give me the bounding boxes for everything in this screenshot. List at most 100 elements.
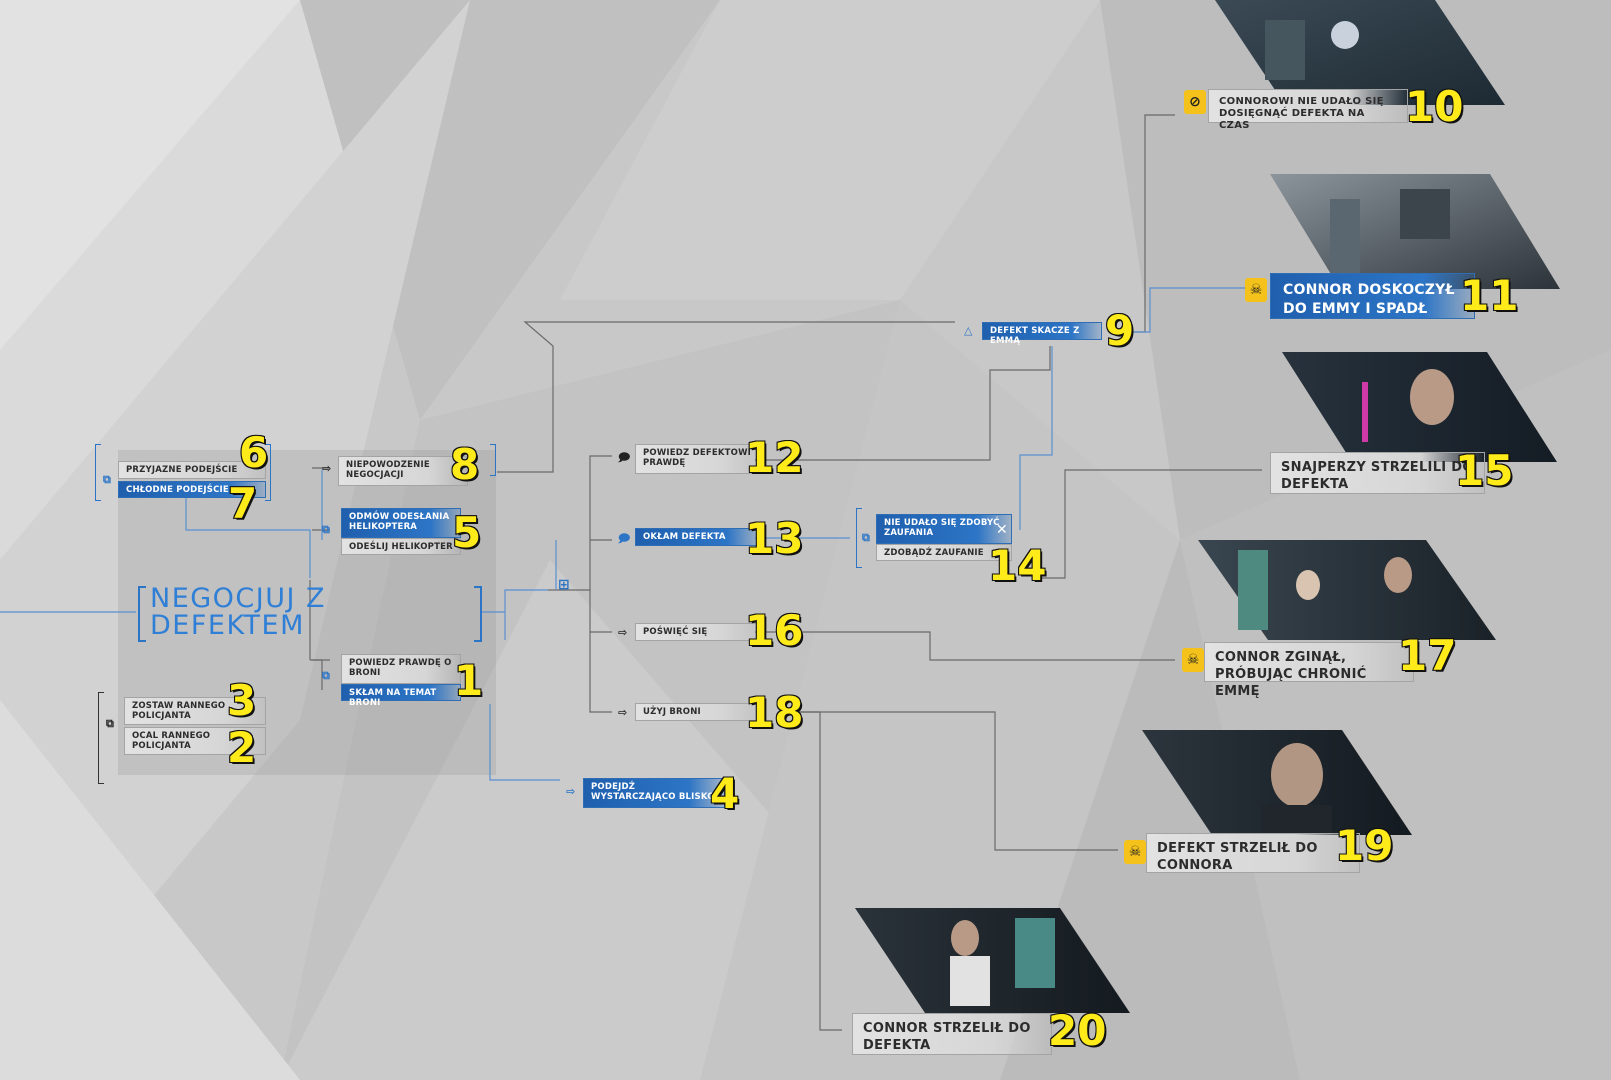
skull-icon: ☠ bbox=[1124, 840, 1146, 864]
title-bracket-left bbox=[138, 586, 146, 642]
number-20: 20 bbox=[1047, 1006, 1107, 1055]
group-bracket-23-left bbox=[98, 692, 104, 784]
title-bracket-right bbox=[474, 586, 482, 642]
node-5-refuse-helicopter[interactable]: ODMÓW ODESŁANIA HELIKOPTERA bbox=[341, 508, 461, 538]
node-8-negotiation-failure[interactable]: NIEPOWODZENIE NEGOCJACJI bbox=[338, 456, 468, 486]
speech-icon: 🗩 bbox=[618, 451, 631, 464]
ending-11-thumbnail bbox=[1270, 174, 1560, 289]
close-icon: ✕ bbox=[996, 522, 1008, 538]
ending-20-label: CONNOR STRZELIŁ DO DEFEKTA bbox=[863, 1021, 1031, 1053]
number-9: 9 bbox=[1104, 306, 1135, 355]
node-4-get-close-enough[interactable]: PODEJDŹ WYSTARCZAJĄCO BLISKO bbox=[583, 778, 725, 808]
ending-19-label: DEFEKT STRZELIŁ DO CONNORA bbox=[1157, 841, 1318, 873]
ending-10-connor-too-late[interactable]: CONNOROWI NIE UDAŁO SIĘ DOSIĘGNĄĆ DEFEKT… bbox=[1208, 89, 1408, 131]
ending-15-snipers-shot[interactable]: SNAJPERZY STRZELILI DO DEFEKTA bbox=[1270, 452, 1485, 494]
skull-icon: ☠ bbox=[1245, 278, 1267, 302]
node-13-lie[interactable]: OKŁAM DEFEKTA bbox=[635, 528, 759, 546]
number-5: 5 bbox=[451, 508, 482, 557]
group-bracket-14-left bbox=[856, 508, 862, 568]
ending-11-connor-fell[interactable]: CONNOR DOSKOCZYŁ DO EMMY I SPADŁ bbox=[1270, 273, 1475, 319]
no-entry-icon: ⊘ bbox=[1184, 90, 1206, 114]
number-14: 14 bbox=[987, 541, 1047, 590]
main-title-line1: NEGOCJUJ Z bbox=[150, 583, 327, 614]
ending-17-connor-died[interactable]: CONNOR ZGINĄŁ, PRÓBUJĄC CHRONIĆ EMMĘ bbox=[1204, 642, 1414, 699]
stack-icon: ⧉ bbox=[322, 669, 330, 682]
ending-19-thumbnail bbox=[1142, 730, 1412, 835]
number-13: 13 bbox=[744, 514, 804, 563]
number-11: 11 bbox=[1459, 271, 1519, 320]
node-7-cold-approach[interactable]: CHŁODNE PODEJŚCIE bbox=[118, 481, 266, 498]
main-title: NEGOCJUJ Z DEFEKTEM bbox=[150, 585, 326, 639]
node-16-sacrifice[interactable]: POŚWIĘĆ SIĘ bbox=[635, 623, 759, 641]
stack-icon: ⧉ bbox=[862, 531, 870, 544]
node-14b-label: ZDOBĄDŹ ZAUFANIE bbox=[884, 548, 984, 558]
ending-19-deviant-shot-connor[interactable]: DEFEKT STRZELIŁ DO CONNORA bbox=[1146, 833, 1360, 873]
number-12: 12 bbox=[744, 433, 804, 482]
ending-11-label: CONNOR DOSKOCZYŁ DO EMMY I SPADŁ bbox=[1283, 282, 1455, 317]
number-2: 2 bbox=[226, 723, 257, 772]
ending-10-label: CONNOROWI NIE UDAŁO SIĘ DOSIĘGNĄĆ DEFEKT… bbox=[1219, 96, 1384, 131]
node-9-label: DEFEKT SKACZE Z EMMĄ bbox=[990, 326, 1080, 346]
number-7: 7 bbox=[227, 479, 258, 528]
ending-17-thumbnail bbox=[1198, 540, 1496, 640]
number-18: 18 bbox=[744, 688, 804, 737]
node-18-label: UŻYJ BRONI bbox=[643, 707, 701, 717]
node-12-label: POWIEDZ DEFEKTOWI PRAWDĘ bbox=[643, 448, 752, 468]
stack-icon: ⧉ bbox=[322, 523, 330, 536]
number-16: 16 bbox=[744, 606, 804, 655]
node-6-label: PRZYJAZNE PODEJŚCIE bbox=[126, 465, 238, 475]
ending-15-label: SNAJPERZY STRZELILI DO DEFEKTA bbox=[1281, 460, 1474, 492]
skull-icon: ☠ bbox=[1182, 648, 1204, 672]
node-3-label: ZOSTAW RANNEGO POLICJANTA bbox=[132, 701, 226, 721]
number-3: 3 bbox=[226, 676, 257, 725]
number-8: 8 bbox=[449, 440, 480, 489]
number-4: 4 bbox=[709, 769, 740, 818]
ending-15-thumbnail bbox=[1282, 352, 1557, 462]
node-3-leave-officer[interactable]: ZOSTAW RANNEGO POLICJANTA bbox=[124, 697, 266, 725]
node-1-tell-truth-gun[interactable]: POWIEDZ PRAWDĘ O BRONI bbox=[341, 654, 461, 684]
node-7-label: CHŁODNE PODEJŚCIE bbox=[126, 485, 229, 495]
node-6-friendly-approach[interactable]: PRZYJAZNE PODEJŚCIE bbox=[118, 461, 266, 479]
number-6: 6 bbox=[238, 428, 269, 477]
number-19: 19 bbox=[1334, 821, 1394, 870]
number-1: 1 bbox=[453, 656, 484, 705]
arrow-icon: ⇨ bbox=[566, 785, 576, 798]
dialogue-hub-icon: ⊞ bbox=[558, 577, 570, 593]
triangle-icon: △ bbox=[964, 324, 973, 337]
ending-10-thumbnail bbox=[1215, 0, 1505, 105]
arrow-icon: ⇨ bbox=[618, 626, 628, 639]
node-4-label: PODEJDŹ WYSTARCZAJĄCO BLISKO bbox=[591, 782, 715, 802]
node-14-gain-trust[interactable]: ZDOBĄDŹ ZAUFANIE bbox=[876, 544, 1012, 561]
node-5-send-helicopter[interactable]: ODEŚLIJ HELIKOPTER bbox=[341, 538, 461, 555]
stack-icon: ⧉ bbox=[106, 717, 114, 730]
node-14-failed-trust[interactable]: NIE UDAŁO SIĘ ZDOBYĆ ZAUFANIA bbox=[876, 514, 1012, 544]
node-2-label: OCAL RANNEGO POLICJANTA bbox=[132, 731, 211, 751]
node-18-use-gun[interactable]: UŻYJ BRONI bbox=[635, 703, 759, 721]
node-2-save-officer[interactable]: OCAL RANNEGO POLICJANTA bbox=[124, 727, 266, 755]
ending-20-connor-shot-deviant[interactable]: CONNOR STRZELIŁ DO DEFEKTA bbox=[852, 1013, 1052, 1055]
main-title-line2: DEFEKTEM bbox=[150, 610, 305, 641]
node-16-label: POŚWIĘĆ SIĘ bbox=[643, 627, 708, 637]
group-bracket-67-left bbox=[95, 444, 101, 501]
arrow-icon: ⇨ bbox=[322, 462, 332, 475]
node-1a-label: POWIEDZ PRAWDĘ O BRONI bbox=[349, 658, 452, 678]
group-bracket-8-right bbox=[490, 444, 496, 476]
ending-20-thumbnail bbox=[855, 908, 1130, 1013]
node-13-label: OKŁAM DEFEKTA bbox=[643, 532, 726, 542]
ending-17-label: CONNOR ZGINĄŁ, PRÓBUJĄC CHRONIĆ EMMĘ bbox=[1215, 650, 1367, 699]
number-17: 17 bbox=[1397, 631, 1457, 680]
arrow-icon: ⇨ bbox=[618, 706, 628, 719]
node-8-label: NIEPOWODZENIE NEGOCJACJI bbox=[346, 460, 430, 480]
number-15: 15 bbox=[1454, 446, 1514, 495]
node-12-tell-truth[interactable]: POWIEDZ DEFEKTOWI PRAWDĘ bbox=[635, 444, 759, 474]
node-1-lie-gun[interactable]: SKŁAM NA TEMAT BRONI bbox=[341, 684, 461, 708]
number-10: 10 bbox=[1404, 82, 1464, 131]
node-5a-label: ODMÓW ODESŁANIA HELIKOPTERA bbox=[349, 512, 450, 532]
node-14a-label: NIE UDAŁO SIĘ ZDOBYĆ ZAUFANIA bbox=[884, 518, 1000, 538]
speech-icon: 🗩 bbox=[618, 532, 631, 545]
node-5b-label: ODEŚLIJ HELIKOPTER bbox=[349, 542, 453, 552]
node-9-deviant-jumps[interactable]: DEFEKT SKACZE Z EMMĄ bbox=[982, 322, 1102, 346]
stack-icon: ⧉ bbox=[103, 473, 111, 486]
node-1b-label: SKŁAM NA TEMAT BRONI bbox=[349, 688, 437, 708]
